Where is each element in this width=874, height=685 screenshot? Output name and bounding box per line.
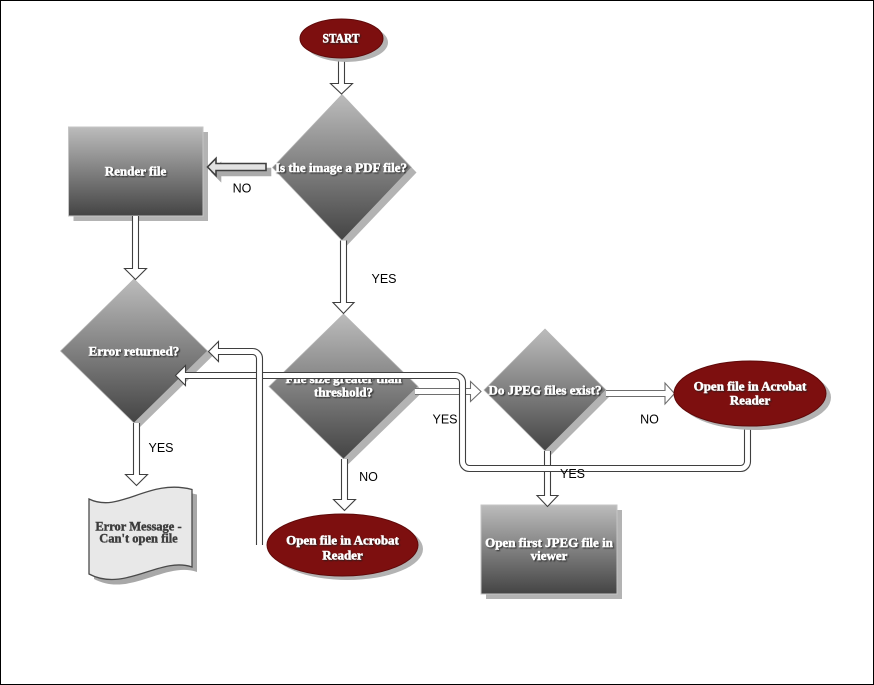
svg-text:Is the image a PDF file?: Is the image a PDF file? [275, 160, 407, 175]
svg-text:Can't open file: Can't open file [99, 532, 178, 546]
svg-text:Do JPEG files exist?: Do JPEG files exist? [488, 383, 601, 398]
svg-text:YES: YES [148, 441, 173, 455]
svg-text:Error returned?: Error returned? [89, 344, 180, 359]
svg-text:Open file in Acrobat: Open file in Acrobat [286, 533, 399, 548]
svg-text:Reader: Reader [322, 548, 363, 563]
svg-text:YES: YES [560, 467, 585, 481]
svg-text:Open first JPEG file in: Open first JPEG file in [485, 535, 614, 550]
svg-text:Error Message -: Error Message - [95, 520, 181, 534]
svg-text:Reader: Reader [730, 393, 771, 408]
svg-text:threshold?: threshold? [314, 385, 373, 400]
svg-text:START: START [323, 31, 360, 46]
svg-text:NO: NO [359, 470, 378, 484]
svg-text:YES: YES [432, 413, 457, 427]
svg-text:Open file in Acrobat: Open file in Acrobat [694, 379, 807, 394]
svg-text:Render file: Render file [105, 164, 167, 179]
svg-text:NO: NO [640, 413, 659, 427]
svg-text:YES: YES [371, 272, 396, 286]
svg-text:viewer: viewer [531, 548, 568, 563]
svg-text:NO: NO [233, 182, 252, 196]
